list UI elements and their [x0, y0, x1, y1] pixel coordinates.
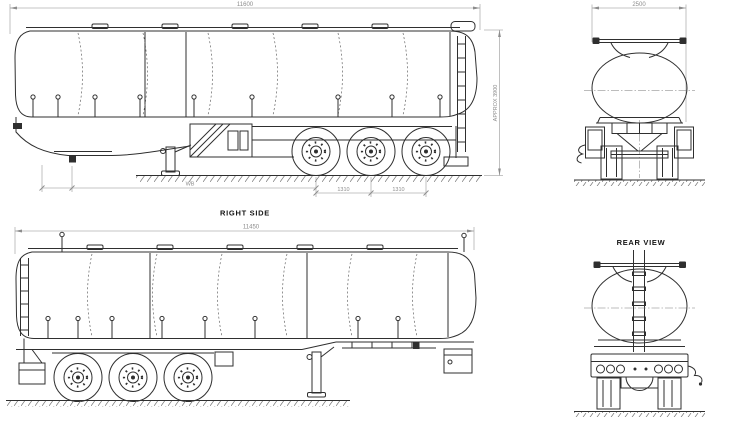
- side-guard-left-view: [342, 342, 436, 349]
- rear-frame-mudguard: [252, 126, 457, 158]
- rear-view-top: 2500: [574, 2, 705, 186]
- wheels-right-side: [290, 126, 452, 177]
- landing-gear-left-view: [306, 346, 335, 398]
- spill-box-rail: [592, 37, 687, 58]
- landing-gear: [160, 144, 192, 176]
- dim-approx-height: APPROX 3900: [493, 85, 499, 122]
- tank-body-left: [15, 248, 477, 339]
- manhole-covers-left: [86, 244, 384, 250]
- dim-overall-length-top-group: 11600: [9, 2, 481, 34]
- side-skirt-toolbox: [189, 123, 253, 158]
- rear-axle-assembly: [596, 376, 682, 410]
- compartment-seam-lines-left: [87, 253, 418, 337]
- rear-bumper-left-view: [18, 338, 46, 385]
- dim-overall-length-bottom: 11450: [243, 225, 260, 231]
- side-cabinets: [585, 126, 694, 159]
- side-view-left: 11450: [6, 225, 477, 407]
- bottom-valve-stems-left: [45, 315, 401, 339]
- dim-axle-spacing-1: 1310: [337, 187, 349, 193]
- ground-line-side-bottom: [6, 400, 350, 407]
- discharge-hose-bottom: [687, 365, 703, 386]
- tank-cradle-bottom: [594, 339, 685, 347]
- dim-height-group: APPROX 3900: [484, 29, 503, 176]
- dim-axle-spacing-2: 1310: [392, 187, 404, 193]
- ground-line-rear-bottom: [574, 411, 705, 417]
- side-view-right: 11600: [9, 2, 503, 218]
- suspension-frame: [610, 122, 669, 159]
- dim-overall-width: 2500: [632, 2, 646, 8]
- wheels-left-side: [52, 352, 214, 403]
- gooseneck-kingpin: [13, 117, 191, 163]
- dim-wheelbase: WB: [186, 182, 195, 188]
- rear-bumper-bar: [590, 353, 689, 378]
- rear-ladder: [450, 21, 476, 152]
- bottom-valve-stems: [30, 94, 443, 118]
- tank-rear-ellipse-bottom: [591, 268, 688, 344]
- dim-wheelbase-group: WB: [39, 165, 319, 197]
- dim-overall-length-top: 11600: [237, 2, 254, 8]
- rear-ladder-left-view: [20, 258, 29, 336]
- label-right-side: RIGHT SIDE: [220, 209, 270, 218]
- rear-bumper: [443, 156, 469, 167]
- rear-ladder-center: [632, 250, 646, 352]
- ground-line-side-top: [136, 175, 482, 182]
- manhole-covers: [91, 23, 389, 29]
- ground-line-rear-top: [574, 179, 705, 186]
- dim-axle-spacing-group: 1310 1310: [313, 177, 429, 197]
- discharge-hose: [576, 144, 586, 164]
- dim-overall-length-bottom-group: 11450: [14, 225, 475, 254]
- toolbox-left-view: [443, 348, 473, 374]
- rear-wheels-top: [600, 145, 679, 180]
- compartment-seam-lines: [77, 32, 408, 116]
- rear-view-bottom: REAR VIEW: [574, 238, 705, 417]
- dim-overall-width-group: 2500: [591, 2, 687, 122]
- tank-rear-ellipse: [591, 52, 688, 124]
- tank-vent-pipes: [59, 231, 467, 252]
- kingpin: [69, 155, 76, 163]
- kingpin-left-view: [394, 341, 438, 349]
- label-rear-view: REAR VIEW: [617, 238, 666, 247]
- spill-box-rail-bottom: [593, 261, 686, 283]
